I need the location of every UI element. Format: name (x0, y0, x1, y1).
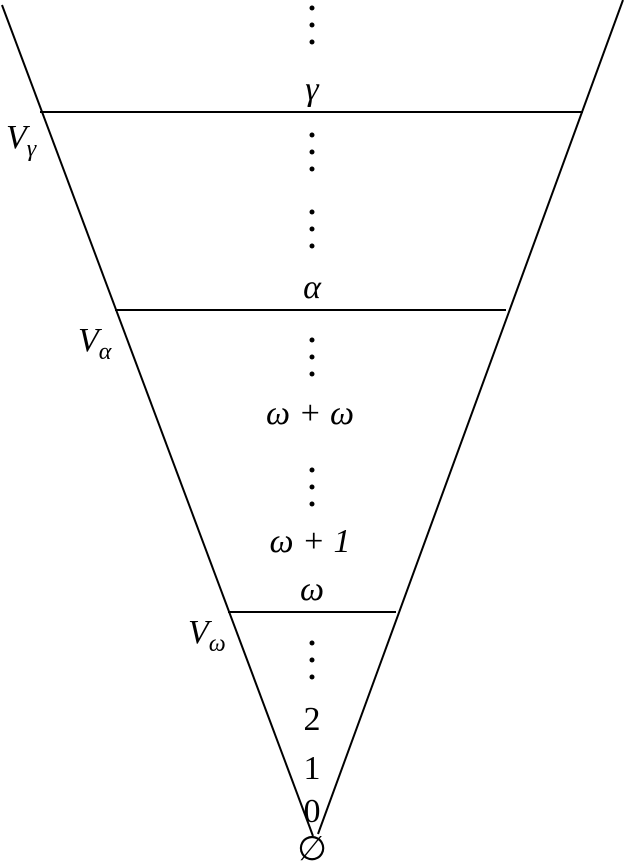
ellipsis-dots (309, 337, 315, 377)
ellipsis-dots (309, 132, 315, 172)
level-label-one: 1 (304, 750, 321, 787)
level-label-gamma: γ (305, 71, 320, 108)
level-label-empty-set: ∅ (297, 831, 327, 864)
level-label-omega-plus-1: ω + 1 (270, 523, 351, 560)
level-label-zero: 0 (304, 793, 321, 830)
ellipsis-dots (309, 5, 315, 45)
level-label-omega-plus-omega: ω + ω (266, 395, 354, 432)
cone-left-edge (1, 4, 314, 837)
ellipsis-dots (309, 640, 315, 680)
stage-label-v-alpha: Vα (78, 322, 112, 365)
cone-right-edge (317, 0, 624, 835)
ellipsis-dots (309, 467, 315, 507)
level-label-omega: ω (300, 571, 324, 608)
ellipses (309, 5, 315, 680)
level-label-two: 2 (304, 701, 321, 738)
level-label-alpha: α (303, 269, 322, 306)
stage-label-v-omega: Vω (188, 614, 226, 657)
ellipsis-dots (309, 209, 315, 249)
stage-label-v-gamma: Vγ (6, 119, 37, 162)
